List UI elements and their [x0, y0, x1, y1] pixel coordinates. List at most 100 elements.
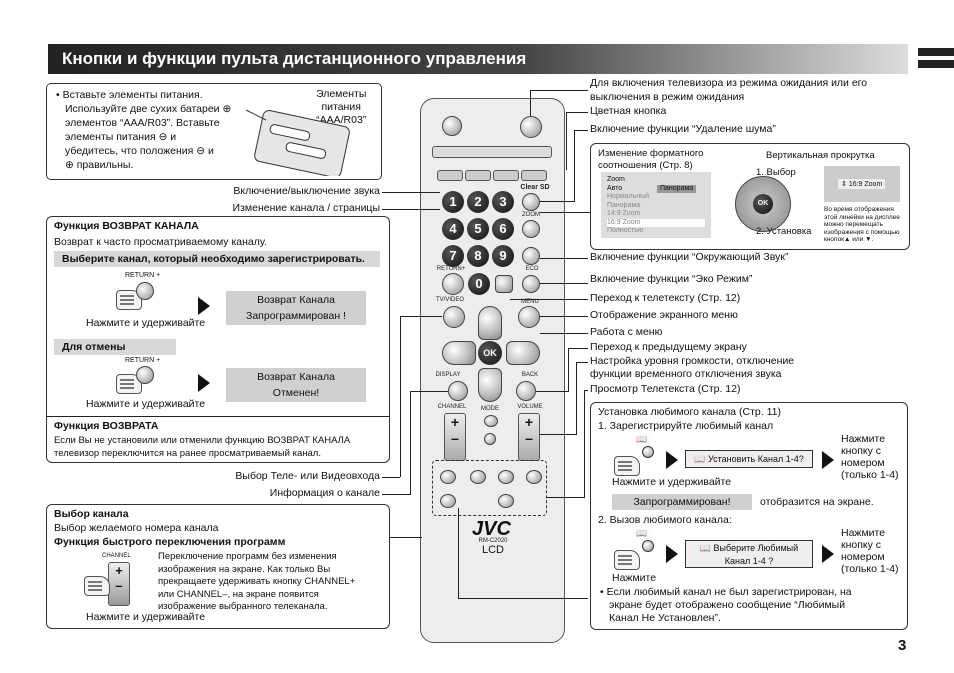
fav-note: • Если любимый канал не был зарегистриро… — [600, 586, 852, 624]
label-menu-display: Отображение экранного меню — [590, 309, 738, 321]
label-power: Для включения телевизора из режима ожида… — [590, 77, 868, 89]
lcd-label: LCD — [482, 544, 505, 556]
return-button-illustration — [136, 282, 154, 300]
clear-sd-label: Clear SD — [520, 184, 550, 191]
number-button-9[interactable]: 9 — [492, 245, 514, 267]
display-button[interactable] — [448, 381, 468, 401]
fav-button-2[interactable] — [470, 470, 486, 484]
number-button-3[interactable]: 3 — [492, 191, 514, 213]
number-button-1[interactable]: 1 — [442, 191, 464, 213]
connector-line — [540, 201, 575, 202]
connector-line — [382, 477, 400, 478]
fav-button-4[interactable] — [526, 470, 542, 484]
connector-line — [566, 112, 588, 113]
return-title: Функция ВОЗВРАТ КАНАЛА — [54, 220, 199, 232]
mode-button[interactable] — [484, 415, 498, 427]
info-small-button[interactable] — [484, 433, 496, 445]
number-button-4[interactable]: 4 — [442, 218, 464, 240]
fav-message-1: 📖 Установить Канал 1-4? — [685, 450, 813, 468]
scroll-screen: ⇕ 16:9 Zoom — [824, 166, 900, 202]
color-button-red[interactable] — [437, 170, 463, 181]
number-button-6[interactable]: 6 — [492, 218, 514, 240]
arrow-right-icon — [198, 297, 210, 315]
channel-title-2: Функция быстрого переключения программ — [54, 536, 286, 548]
book-icon: 📖 — [636, 528, 648, 538]
return-function-text-2: телевизор переключится на ранее просматр… — [54, 448, 321, 459]
connector-line — [540, 258, 588, 259]
page-title: Кнопки и функции пульта дистанционного у… — [48, 44, 908, 74]
channel-label: CHANNEL — [437, 404, 467, 410]
number-button-2[interactable]: 2 — [467, 191, 489, 213]
fav-button-6[interactable] — [498, 494, 514, 508]
down-arrow-button[interactable] — [478, 368, 502, 402]
number-button-7[interactable]: 7 — [442, 245, 464, 267]
channel-title: Выбор канала — [54, 508, 129, 520]
connector-line — [390, 537, 422, 538]
scroll-note: Во время отображения этой линейки на дис… — [824, 206, 900, 243]
ok-button[interactable]: OK — [478, 341, 502, 365]
connector-line — [540, 316, 588, 317]
connector-line — [530, 90, 531, 116]
zoom-button[interactable] — [522, 220, 540, 238]
connector-line — [382, 494, 410, 495]
volume-rocker[interactable]: +– — [518, 413, 540, 461]
return-button-label: RETURN + — [125, 272, 161, 279]
label-tv-video: Выбор Теле- или Видеовхода — [235, 470, 380, 482]
back-button[interactable] — [516, 381, 536, 401]
number-button-8[interactable]: 8 — [467, 245, 489, 267]
number-button-0[interactable]: 0 — [468, 273, 490, 295]
left-arrow-button[interactable] — [442, 341, 476, 365]
arrow-right-icon — [666, 545, 678, 563]
connector-line — [540, 283, 588, 284]
connector-line — [576, 362, 577, 434]
display-label: DISPLAY — [435, 372, 461, 378]
color-button-green[interactable] — [465, 170, 491, 181]
channel-subtitle: Выбор желаемого номера канала — [54, 522, 219, 534]
channel-press-hold: Нажмите и удерживайте — [86, 611, 206, 623]
remote-lcd-strip — [432, 146, 552, 158]
menu-button[interactable] — [518, 306, 540, 328]
return-press-hold-2: Нажмите и удерживайте — [86, 398, 206, 410]
label-volume: Настройка уровня громкости, отключение — [590, 355, 795, 367]
connector-line — [540, 333, 588, 334]
right-arrow-button[interactable] — [506, 341, 540, 365]
tv-video-button[interactable] — [443, 306, 465, 328]
fav-programmed: Запрограммирован! — [612, 494, 752, 510]
color-button-blue[interactable] — [521, 170, 547, 181]
label-noise: Включение функции “Удаление шума” — [590, 123, 776, 135]
power-button[interactable] — [520, 116, 542, 138]
fav-button-3[interactable] — [498, 470, 514, 484]
volume-label: VOLUME — [517, 404, 543, 410]
label-view-teletext: Просмотр Телетекста (Стр. 12) — [590, 383, 741, 395]
zoom-label: ZOOM — [522, 212, 540, 218]
favorite-buttons-area — [432, 460, 547, 516]
label-channel-page: Изменение канала / страницы — [232, 202, 380, 214]
connector-line — [536, 391, 569, 392]
menu-label: MENU — [521, 299, 539, 305]
number-button-5[interactable]: 5 — [467, 218, 489, 240]
return-press-hold: Нажмите и удерживайте — [86, 317, 206, 329]
teletext-button[interactable] — [495, 275, 513, 293]
noise-reduction-button[interactable] — [522, 193, 540, 211]
model-label: RM-C2020 — [478, 538, 508, 544]
arrow-right-icon — [198, 374, 210, 392]
fav-press: Нажмите — [612, 572, 657, 584]
up-arrow-button[interactable] — [478, 306, 502, 340]
zoom-format-title-2: соотношения (Стр. 8) — [598, 160, 693, 171]
color-button-yellow[interactable] — [493, 170, 519, 181]
eco-button[interactable] — [522, 275, 540, 293]
fav-step-2: 2. Вызов любимого канала: — [598, 514, 732, 526]
label-surround: Включение функции “Окружающий Звук” — [590, 251, 789, 263]
page-number: 3 — [898, 637, 907, 654]
fav-button-1[interactable] — [440, 470, 456, 484]
connector-line — [566, 112, 567, 170]
mute-button[interactable] — [442, 116, 462, 136]
channel-rocker[interactable]: +– — [444, 413, 466, 461]
book-icon: 📖 — [636, 434, 648, 444]
connector-line — [510, 299, 588, 300]
return-button[interactable] — [442, 273, 464, 295]
connector-line — [584, 390, 585, 497]
zoom-step-2: 2. Установка — [756, 226, 812, 237]
surround-button[interactable] — [522, 247, 540, 265]
fav-button-5[interactable] — [440, 494, 456, 508]
